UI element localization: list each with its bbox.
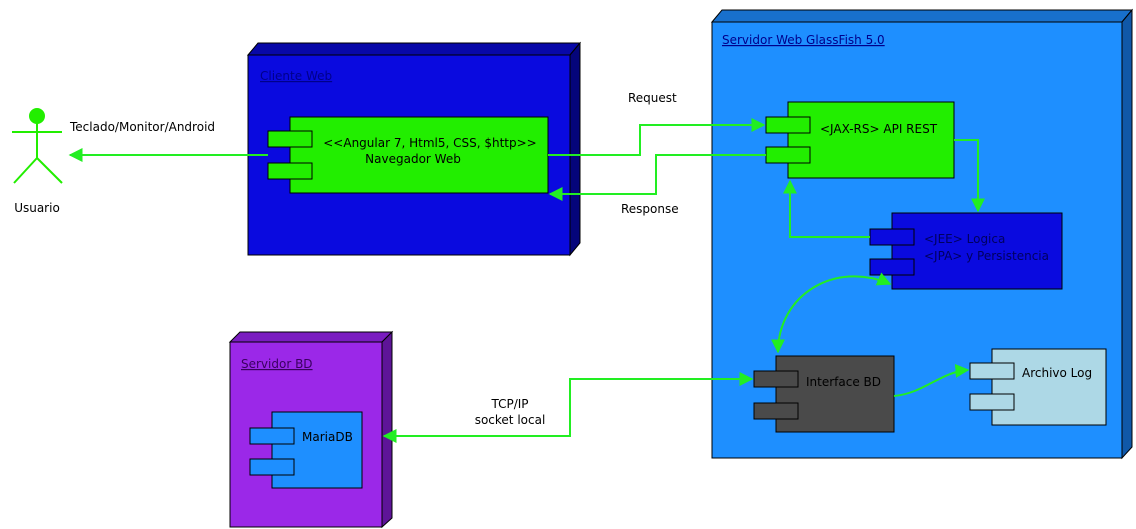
navegador-line2: Navegador Web [365, 152, 461, 166]
edge-logica-api [783, 179, 870, 238]
response-label: Response [621, 202, 679, 216]
tcp-label-2: socket local [475, 413, 546, 427]
logica-component: <JEE> Logica <JPA> y Persistencia [869, 212, 1063, 290]
edge-usuario-label: Teclado/Monitor/Android [69, 120, 215, 134]
logica-line2: <JPA> y Persistencia [924, 249, 1049, 263]
interface-bd-component: Interface BD [753, 355, 895, 433]
interface-bd-label: Interface BD [806, 375, 881, 389]
mariadb-component: MariaDB [249, 411, 363, 489]
logica-line1: <JEE> Logica [924, 232, 1005, 246]
edge-interface-log [893, 363, 970, 397]
api-rest-label: <JAX-RS> API REST [820, 122, 938, 136]
request-label: Request [628, 91, 677, 105]
edge-logica-interface [771, 272, 892, 354]
tcp-label-1: TCP/IP [490, 397, 528, 411]
api-rest-component: <JAX-RS> API REST [765, 101, 955, 179]
servidor-web-title: Servidor Web GlassFish 5.0 [722, 33, 885, 47]
edge-response [548, 154, 766, 201]
usuario-actor [12, 108, 63, 184]
servidor-bd-title: Servidor BD [241, 357, 313, 371]
cliente-web-title: Cliente Web [260, 69, 332, 83]
mariadb-label: MariaDB [302, 430, 353, 444]
navegador-web-component: <<Angular 7, Html5, CSS, $http>> Navegad… [267, 116, 549, 194]
edge-interface-mariadb [382, 372, 754, 443]
archivo-log-label: Archivo Log [1022, 366, 1092, 380]
edge-api-logica [954, 139, 985, 213]
archivo-log-component: Archivo Log [969, 348, 1107, 426]
usuario-label: Usuario [14, 201, 60, 215]
navegador-line1: <<Angular 7, Html5, CSS, $http>> [323, 136, 536, 150]
edge-request [548, 118, 766, 156]
